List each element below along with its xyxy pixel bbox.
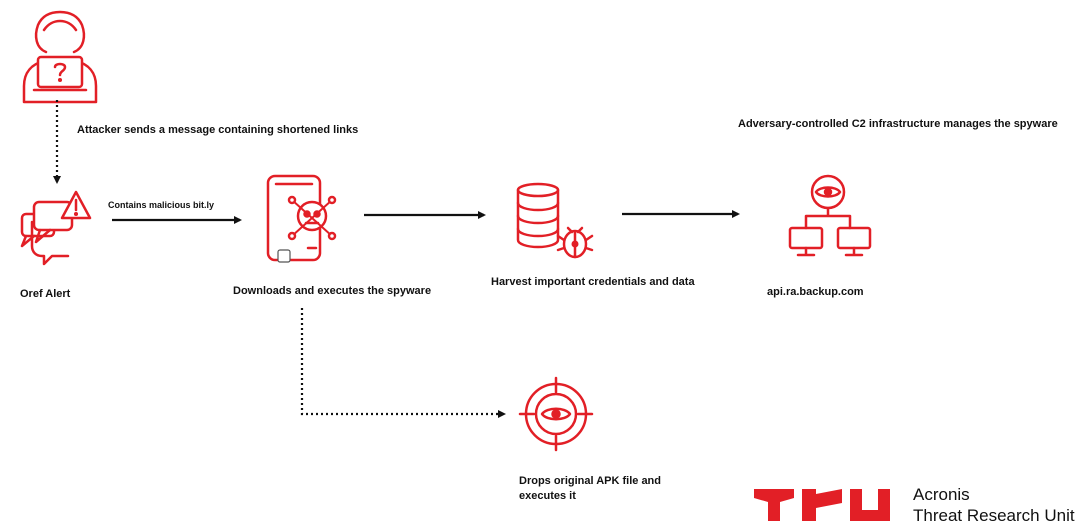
brand-name: Acronis Threat Research Unit bbox=[913, 484, 1075, 526]
target-eye-icon bbox=[518, 376, 594, 452]
network-eye-icon bbox=[788, 174, 872, 257]
tru-logo bbox=[754, 489, 890, 521]
brand-line-1: Acronis bbox=[913, 485, 970, 504]
downloads-executes-label: Downloads and executes the spyware bbox=[233, 285, 432, 297]
drops-apk-label: Drops original APK file and executes it bbox=[519, 475, 661, 502]
malicious-link-label: Contains malicious bit.ly bbox=[108, 200, 215, 210]
dotted-connector-phone-to-target bbox=[300, 308, 506, 418]
c2-manages-label: Adversary-controlled C2 infrastructure m… bbox=[738, 118, 1058, 130]
database-bug-icon bbox=[516, 182, 594, 259]
hacker-laptop-icon bbox=[22, 10, 98, 104]
chat-alert-icon bbox=[20, 190, 92, 266]
brand-line-2: Threat Research Unit bbox=[913, 506, 1075, 525]
c2-domain-label: api.ra.backup.com bbox=[767, 286, 864, 298]
phone-skull-icon bbox=[266, 174, 337, 263]
oref-alert-label: Oref Alert bbox=[20, 288, 71, 300]
attacker-message-label: Attacker sends a message containing shor… bbox=[77, 124, 359, 136]
harvest-label: Harvest important credentials and data bbox=[491, 276, 695, 288]
